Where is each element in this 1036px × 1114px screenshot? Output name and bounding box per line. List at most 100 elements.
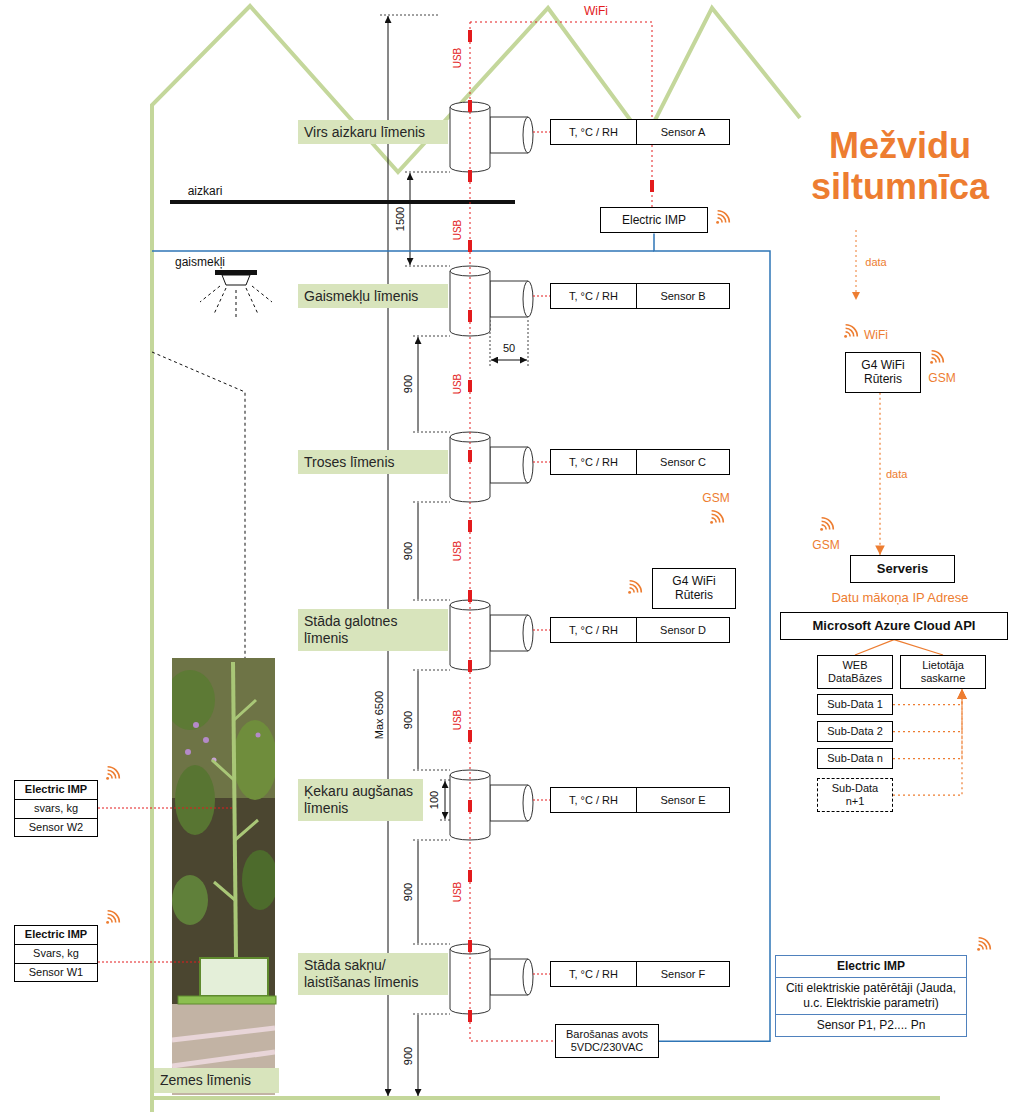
node-text: Electric IMP xyxy=(15,926,97,945)
diagram-title: Mežvidu siltumnīca xyxy=(795,125,1005,208)
usb-wiring xyxy=(650,180,654,192)
plant-photo xyxy=(185,749,191,755)
node-text: Sensor F xyxy=(637,962,729,986)
sensor-box: T, °C / RHSensor E xyxy=(550,787,730,813)
signal-label: WiFi xyxy=(584,5,608,17)
node-text: svars, kg xyxy=(15,800,97,819)
node-text: Sensor D xyxy=(637,618,729,642)
level-box: Virs aizkaru līmenis xyxy=(298,120,448,145)
signal-label: GSM xyxy=(928,372,955,384)
signal-label: USB xyxy=(453,48,463,69)
dimension-lines xyxy=(380,15,528,1096)
lamp-symbol xyxy=(152,270,272,658)
signal-label: USB xyxy=(453,374,463,395)
node-text: Electric IMP xyxy=(605,213,703,227)
node-text: T, °C / RH xyxy=(551,284,637,308)
wireless-icons xyxy=(710,511,723,524)
node-text: Electric IMP xyxy=(15,781,97,800)
wireless-icons xyxy=(106,767,119,780)
level-box: Gaismekļu līmenis xyxy=(298,284,448,309)
plant-photo xyxy=(256,733,261,738)
sensor-tubes xyxy=(450,102,533,172)
controller-box: Electric IMP xyxy=(600,207,708,233)
sensor-box: T, °C / RHSensor D xyxy=(550,617,730,643)
flow-label: data xyxy=(886,468,907,479)
signal-label: USB xyxy=(453,220,463,241)
node-text: Barošanas avots 5VDC/230VAC xyxy=(559,1028,655,1054)
dimension: 900 xyxy=(403,1047,414,1065)
node-text: Zemes līmenis xyxy=(160,1072,273,1089)
node-text: T, °C / RH xyxy=(551,962,637,986)
node-text: Gaismekļu līmenis xyxy=(304,288,442,305)
plant-photo xyxy=(175,765,215,835)
sensor-box: T, °C / RHSensor A xyxy=(550,119,730,145)
curtain-line xyxy=(170,202,515,203)
greenhouse-outline xyxy=(152,6,800,1112)
cloud-api-box: Microsoft Azure Cloud API xyxy=(780,612,1008,640)
server-box: Serveris xyxy=(850,555,955,583)
dimension: Max 6500 xyxy=(374,691,385,739)
wireless-icons xyxy=(716,211,729,224)
sub-data-box: Sub-Data 1 xyxy=(817,694,893,715)
dimension: 50 xyxy=(503,343,515,354)
dimension-lines xyxy=(388,16,389,1096)
signal-label: USB xyxy=(453,541,463,562)
node-text: Citi elektriskie patērētāji (Jauda, u.c.… xyxy=(776,978,966,1015)
node-text: Stāda galotnes līmenis xyxy=(304,613,442,647)
signal-label: USB xyxy=(453,882,463,903)
connector xyxy=(893,689,962,795)
node-text: T, °C / RH xyxy=(551,788,637,812)
connector xyxy=(894,640,943,655)
power-wire xyxy=(152,250,654,252)
signal-label: GSM xyxy=(702,492,729,504)
plant-photo xyxy=(172,1028,275,1066)
node-text: Sensor W1 xyxy=(15,964,97,982)
plant-photo xyxy=(172,658,275,1095)
sub-data-box: Sub-Data n xyxy=(817,748,893,769)
plant-photo xyxy=(242,850,275,910)
usb-wiring xyxy=(468,30,472,1030)
connector xyxy=(893,689,962,704)
node-text: Microsoft Azure Cloud API xyxy=(785,618,1003,634)
plant-photo xyxy=(172,875,208,925)
power-supply-box: Barošanas avots 5VDC/230VAC xyxy=(555,1024,659,1058)
connector xyxy=(855,640,894,655)
level-box: Troses līmenis xyxy=(298,450,448,475)
node-text: Stāda sakņu/ laistīšanas līmenis xyxy=(304,957,442,991)
sub-data-box: Sub-Data 2 xyxy=(817,721,893,742)
node-text: Lietotāja saskarne xyxy=(904,659,982,685)
dimension-lines xyxy=(491,360,527,361)
node-text: Troses līmenis xyxy=(304,454,442,471)
database-box: WEB DataBāzes xyxy=(817,655,893,689)
sensor-tubes xyxy=(450,770,533,840)
wireless-icons xyxy=(106,211,990,951)
level-box: Ķekaru augšanas līmenis xyxy=(298,779,423,821)
node-text: Sensor P1, P2.... Pn xyxy=(776,1015,966,1036)
usb-wiring xyxy=(533,132,550,974)
data-flow xyxy=(856,230,857,300)
node-text: Sensor B xyxy=(637,284,729,308)
node-text: G4 WiFi Rūteris xyxy=(850,358,916,387)
meter-box: Electric IMPCiti elektriskie patērētāji … xyxy=(775,955,967,1037)
wireless-icons xyxy=(844,325,857,338)
node-text: Virs aizkaru līmenis xyxy=(304,124,442,141)
usb-wiring xyxy=(98,808,232,962)
lamp-symbol xyxy=(215,270,257,275)
usb-wiring xyxy=(470,22,652,207)
scale-sensor-box: Electric IMPsvars, kgSensor W2 xyxy=(14,780,98,837)
router-box: G4 WiFi Rūteris xyxy=(845,352,921,393)
level-box: Stāda sakņu/ laistīšanas līmenis xyxy=(298,953,448,995)
wireless-icons xyxy=(930,351,943,364)
lamp-symbol xyxy=(200,286,272,318)
sensor-box: T, °C / RHSensor C xyxy=(550,449,730,475)
dimension: 900 xyxy=(403,883,414,901)
flow-label: data xyxy=(865,257,886,268)
wireless-icons xyxy=(820,518,833,531)
part-label: aizkari xyxy=(188,185,223,197)
node-text: Electric IMP xyxy=(776,956,966,978)
plant-photo xyxy=(203,737,209,743)
sub-data-box: Sub-Data n+1 xyxy=(817,778,893,812)
node-text: WEB DataBāzes xyxy=(821,659,889,685)
node-text: T, °C / RH xyxy=(551,618,637,642)
